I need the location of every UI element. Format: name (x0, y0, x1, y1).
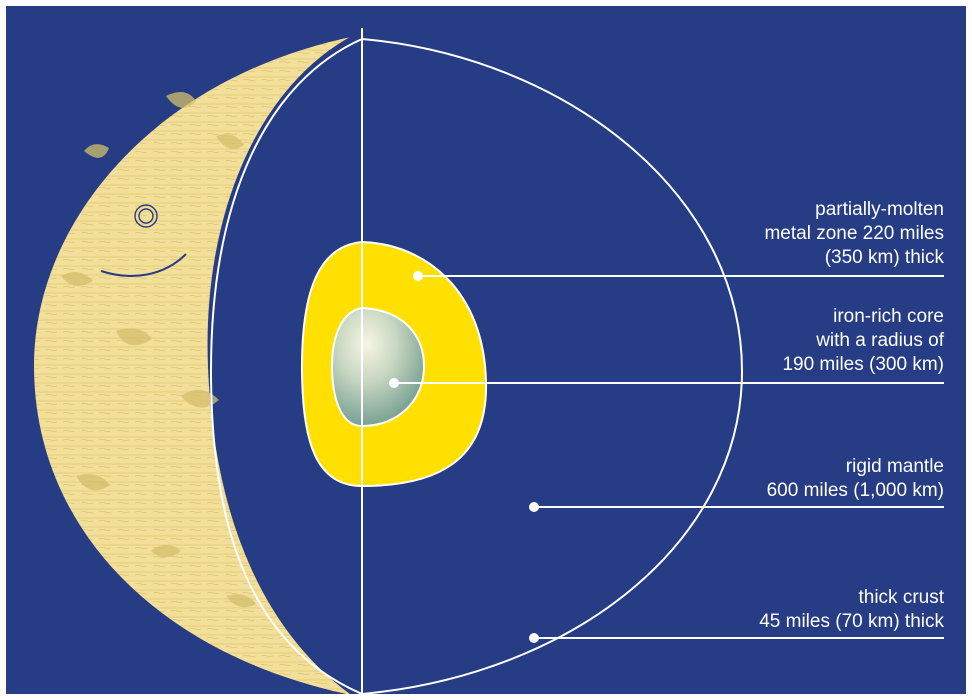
moon-interior-diagram: partially-molten metal zone 220 miles (3… (6, 6, 966, 694)
crust-label-line-1: thick crust (858, 587, 944, 608)
mantle-label-line-1: rigid mantle (846, 456, 944, 477)
core-label-line-1: iron-rich core (833, 306, 944, 327)
molten-zone-label-line-3: (350 km) thick (825, 247, 945, 268)
core-label-line-2: with a radius of (815, 330, 945, 351)
moon-cross-section (209, 28, 744, 694)
moon-surface (34, 34, 357, 694)
core-label-line-3: 190 miles (300 km) (782, 354, 944, 375)
crust-outline (209, 37, 744, 694)
moon-diagram-svg: partially-molten metal zone 220 miles (3… (6, 6, 966, 694)
crust-callout-dot (529, 633, 539, 643)
diagram-labels: partially-molten metal zone 220 miles (3… (759, 199, 944, 632)
core-callout-dot (389, 378, 399, 388)
moon-crescent (34, 36, 356, 694)
crater-patches (61, 92, 256, 608)
molten-zone-label-line-2: metal zone 220 miles (764, 223, 944, 244)
iron-rich-core (330, 306, 426, 428)
molten-zone-callout-dot (413, 271, 423, 281)
molten-zone-label-line-1: partially-molten (815, 199, 944, 220)
crust-label-line-2: 45 miles (70 km) thick (759, 611, 944, 632)
moon-terminator-edge (207, 34, 357, 694)
callout-lines (389, 271, 944, 643)
mantle-label-line-2: 600 miles (1,000 km) (767, 480, 944, 501)
mantle-callout-dot (529, 502, 539, 512)
crater-rings (100, 204, 187, 277)
